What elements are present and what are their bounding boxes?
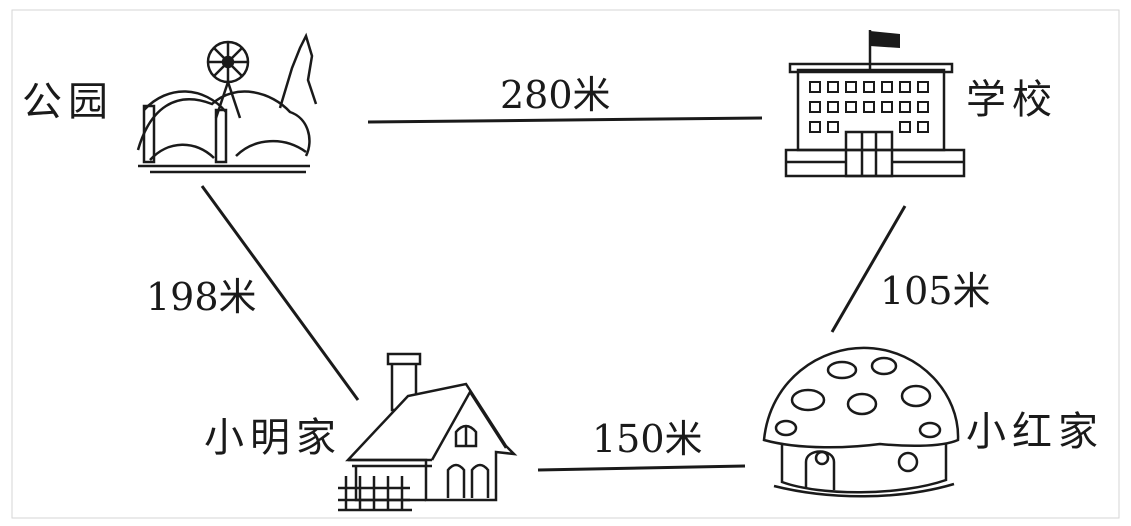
park-label: 公园 bbox=[22, 79, 114, 125]
distance-school-xiaohong: 105米 bbox=[880, 269, 991, 313]
route-park-xiaoming bbox=[200, 185, 360, 401]
distance-park-school: 280米 bbox=[500, 73, 611, 117]
school-label: 学校 bbox=[966, 77, 1058, 123]
route-school-xiaohong bbox=[830, 205, 907, 333]
xiaoming-home-label: 小明家 bbox=[204, 415, 342, 461]
routes bbox=[200, 116, 907, 472]
mushroom-house-icon bbox=[762, 346, 960, 498]
park-ferris-wheel-icon bbox=[136, 32, 318, 174]
route-park-school bbox=[367, 116, 763, 124]
distance-park-xiaoming: 198米 bbox=[146, 275, 257, 319]
xiaohong-home-label: 小红家 bbox=[966, 409, 1104, 455]
frame-border bbox=[11, 9, 1120, 519]
route-xiaoming-xiaohong bbox=[537, 464, 746, 472]
school-building-icon bbox=[784, 30, 966, 178]
distance-xiaoming-xiaohong: 150米 bbox=[592, 417, 703, 461]
house-icon bbox=[338, 352, 518, 512]
